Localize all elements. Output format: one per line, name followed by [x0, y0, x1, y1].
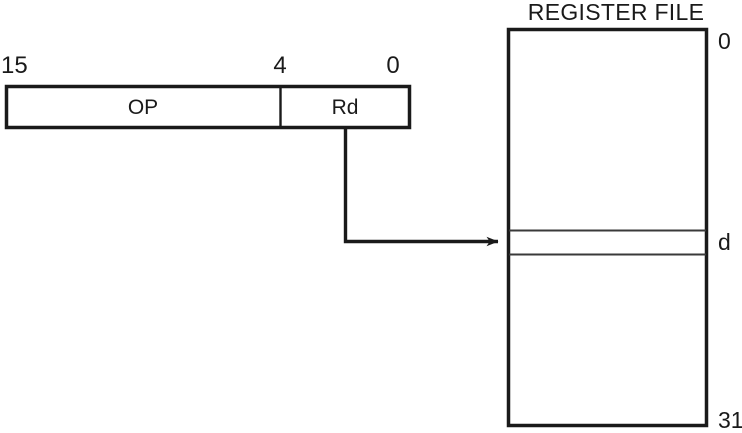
register-index-bottom: 31 — [718, 407, 742, 433]
rd-to-register-connector — [343, 128, 499, 247]
instruction-word-box — [4, 84, 412, 130]
register-index-selected: d — [718, 229, 731, 255]
bit-label-msb: 15 — [1, 52, 28, 79]
bit-label-split: 4 — [273, 52, 287, 79]
field-label-rd: Rd — [331, 96, 359, 119]
register-index-top: 0 — [718, 28, 731, 54]
field-label-op: OP — [127, 96, 159, 119]
register-file-title: REGISTER FILE — [527, 0, 705, 25]
register-file-box — [506, 27, 709, 428]
bit-label-lsb: 0 — [386, 52, 400, 79]
